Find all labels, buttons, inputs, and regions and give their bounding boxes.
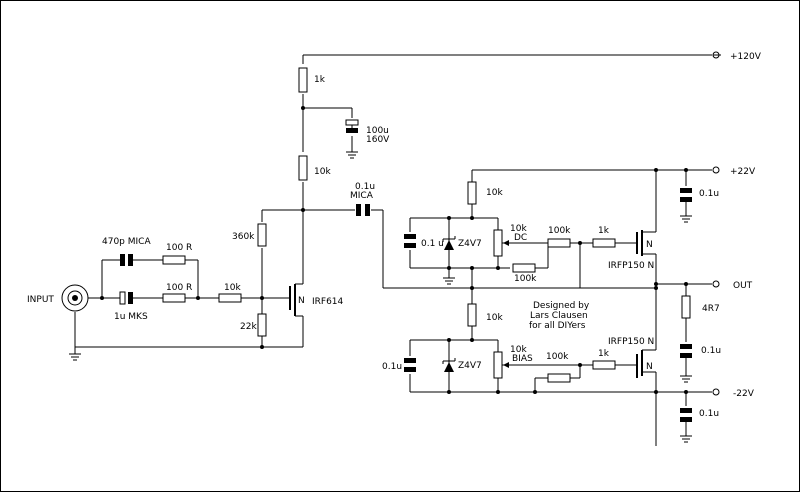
resistor-100k-b	[512, 263, 536, 273]
label-minus22: -22V	[733, 389, 755, 399]
label-r100R-b: 100 R	[166, 283, 192, 293]
resistor-1k-gate-top	[592, 238, 616, 248]
resistor-100R-a	[162, 255, 186, 265]
label-q-in-n: N	[298, 296, 305, 306]
terminal-plus120: +120V	[712, 51, 762, 62]
label-pot-dc: 10k	[510, 224, 527, 234]
label-c100u: 100u	[366, 126, 389, 136]
resistor-10k-gate	[218, 293, 242, 303]
label-pot-bias-name: BIAS	[512, 354, 533, 364]
mosfet-irfp150-top: N IRFP150 N	[608, 230, 656, 271]
designer-note: Designed by Lars Clausen for all DIYers	[529, 301, 590, 331]
label-r22k: 22k	[240, 322, 257, 332]
resistor-10k-bias-bot	[467, 303, 477, 327]
label-zener-top: Z4V7	[458, 239, 482, 249]
capacitor-1u-mks: 1u MKS	[114, 291, 148, 322]
label-plus120: +120V	[730, 52, 762, 62]
label-r4r7: 4R7	[702, 304, 720, 314]
label-r100k-c: 100k	[546, 352, 569, 362]
label-c01u-left-top: 0.1 u	[421, 239, 444, 249]
terminal-plus22: +22V	[712, 166, 756, 177]
mosfet-irfp150-bot: N IRFP150 N	[608, 337, 656, 378]
ground-symbol-plus22	[680, 215, 692, 223]
ground-symbol-input	[69, 353, 81, 361]
capacitor-100u: 100u 160V	[345, 119, 390, 145]
designer-line-3: for all DIYers	[529, 321, 586, 331]
label-q-in: IRF614	[312, 297, 344, 307]
ground-symbol-zobel	[680, 375, 692, 383]
junction-dots	[100, 106, 688, 394]
zener-top: Z4V7	[442, 236, 482, 250]
wires	[74, 54, 712, 446]
label-c01u-mica: 0.1u	[355, 182, 375, 192]
capacitor-470p: 470p MICA	[102, 237, 151, 266]
capacitor-mica-coupling: 0.1u MICA	[350, 182, 375, 216]
label-q-bot: IRFP150 N	[608, 337, 654, 347]
label-c01u-minus22: 0.1u	[699, 409, 719, 419]
resistor-1k-top	[298, 67, 308, 93]
ground-symbol-cap	[346, 151, 358, 159]
label-q-bot-n: N	[646, 362, 653, 372]
label-c470p: 470p MICA	[102, 237, 151, 247]
terminal-minus22: -22V	[712, 388, 755, 399]
resistor-22k	[257, 313, 267, 337]
label-r10k-bias-bot: 10k	[486, 313, 503, 323]
label-r10k-gate: 10k	[224, 283, 241, 293]
label-pot-bias: 10k	[510, 345, 527, 355]
capacitor-01u-minus22: 0.1u	[680, 408, 719, 422]
capacitor-01u-plus22: 0.1u	[680, 188, 719, 202]
resistor-4r7	[681, 295, 691, 319]
resistor-360k	[257, 223, 267, 247]
label-r360k: 360k	[232, 232, 255, 242]
pot-dc: 10k DC	[493, 224, 527, 257]
label-r1k-gate-top: 1k	[598, 226, 610, 236]
input-connector: INPUT	[27, 284, 89, 312]
capacitor-01u-left-bot: 0.1u	[382, 358, 416, 372]
resistor-1k-gate-bot	[592, 360, 616, 370]
label-c01u-left-bot: 0.1u	[382, 362, 402, 372]
terminal-out: OUT	[712, 280, 753, 291]
designer-line-1: Designed by	[533, 301, 590, 311]
label-c01u-zobel: 0.1u	[701, 346, 721, 356]
label-c01u-mica-type: MICA	[350, 191, 374, 201]
label-r1k-gate-bot: 1k	[598, 349, 610, 359]
label-plus22: +22V	[730, 167, 756, 177]
pot-bias: 10k BIAS	[493, 345, 533, 379]
designer-line-2: Lars Clausen	[530, 311, 588, 321]
zener-bot: Z4V7	[442, 358, 482, 372]
mosfet-irf614: N IRF614	[289, 283, 344, 317]
label-r10k-bias-top: 10k	[486, 188, 503, 198]
label-out: OUT	[733, 281, 753, 291]
resistor-10k-top	[298, 155, 308, 181]
resistor-100k-a	[547, 238, 571, 248]
resistor-10k-bias-top	[467, 181, 477, 205]
label-q-top-n: N	[646, 240, 653, 250]
label-r10k-top: 10k	[314, 167, 331, 177]
label-r1k-top: 1k	[314, 75, 326, 85]
label-q-top: IRFP150 N	[608, 261, 654, 271]
resistor-100R-b	[162, 293, 186, 303]
label-r100k-a: 100k	[548, 226, 571, 236]
label-r100R-a: 100 R	[166, 243, 192, 253]
input-label: INPUT	[27, 295, 54, 305]
ground-symbol-bias	[443, 277, 455, 285]
label-c1u: 1u MKS	[114, 312, 148, 322]
ground-symbol-minus22	[680, 435, 692, 443]
label-c01u-plus22: 0.1u	[699, 189, 719, 199]
label-r100k-b: 100k	[514, 274, 537, 284]
label-zener-bot: Z4V7	[458, 361, 482, 371]
resistor-100k-c	[547, 373, 571, 383]
capacitor-01u-zobel: 0.1u	[680, 344, 721, 358]
label-pot-dc-name: DC	[514, 233, 527, 243]
label-c100u-v: 160V	[366, 135, 390, 145]
capacitor-01u-left-top: 0.1 u	[404, 234, 444, 249]
